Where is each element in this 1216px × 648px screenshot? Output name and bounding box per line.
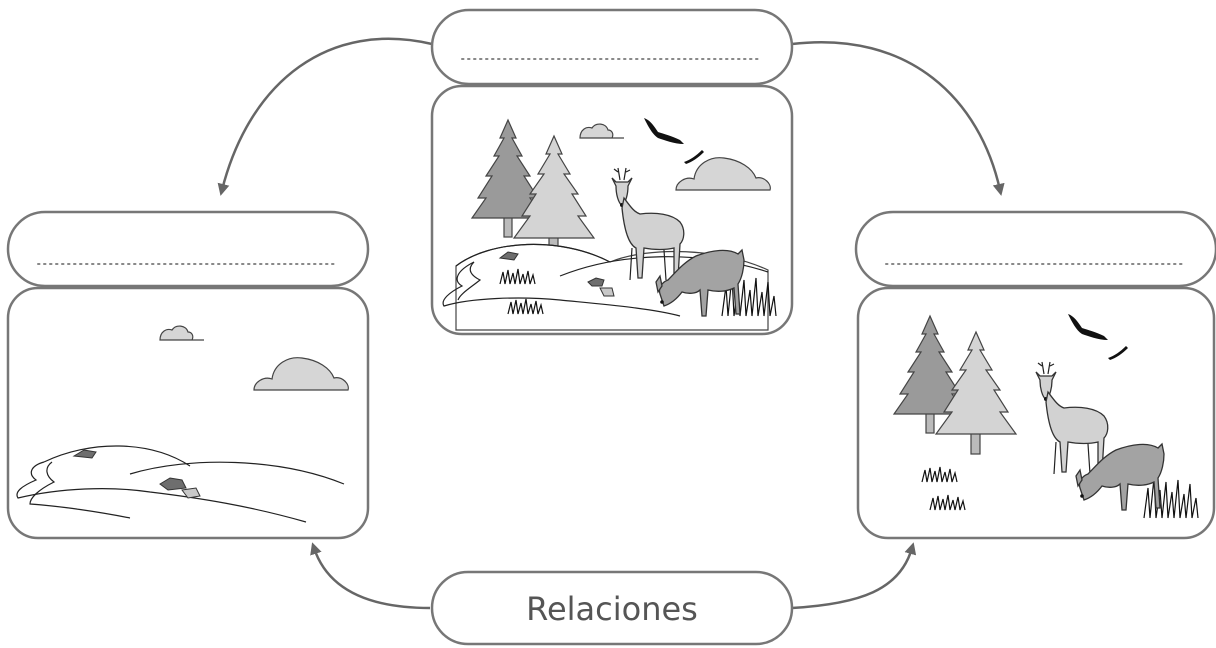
arrow-top-to-right [791,41,1005,196]
relations-pill: Relaciones [430,570,794,646]
right-scene-card [856,286,1216,540]
top-blank-pill[interactable] [430,8,794,86]
relations-label: Relaciones [526,590,698,628]
arrow-bottom-to-left [310,542,431,610]
top-scene-card [430,84,794,336]
arrow-top-to-left [217,37,433,196]
arrow-bottom-to-right [791,542,917,610]
right-blank-pill[interactable] [854,210,1216,288]
left-scene-card [6,286,370,540]
left-blank-pill[interactable] [6,210,370,288]
